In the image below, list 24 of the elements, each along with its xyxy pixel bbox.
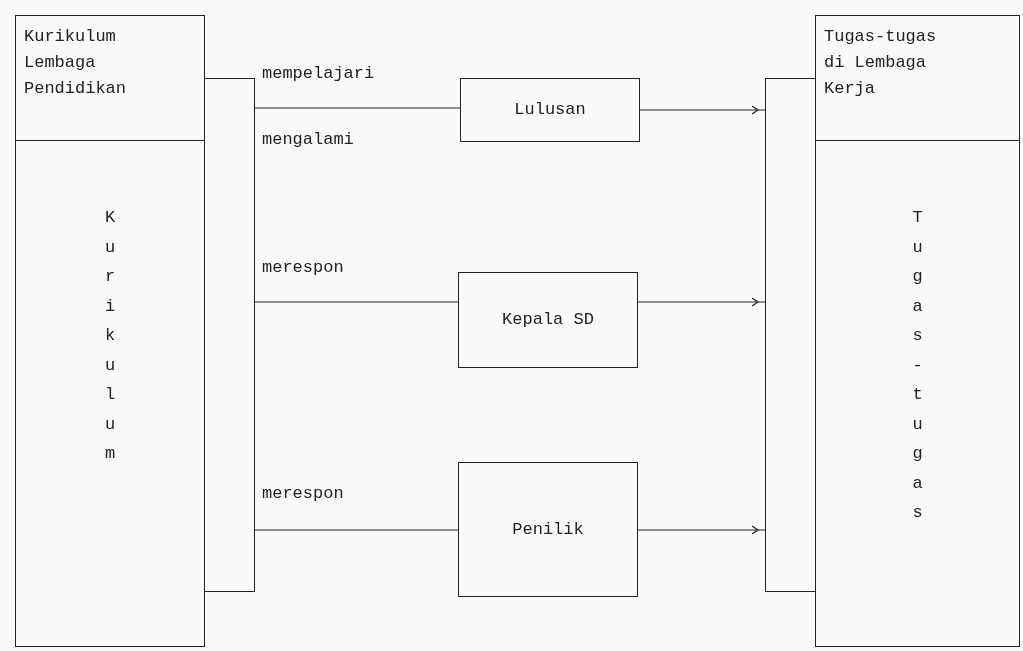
edge-label: mempelajari [262,63,375,85]
process-box [458,272,638,368]
annotation-text: mengalami [262,129,354,151]
edge-label: merespon [262,483,344,505]
vertical-text: Tugas-tugas [911,207,924,524]
connector-line [254,107,461,109]
box-label: Kepala SD [501,309,595,331]
process-box [458,462,638,597]
bracket-bar [765,78,815,592]
column-heading: Kurikulum Lembaga Pendidikan [24,26,128,100]
connector-line [254,301,459,303]
box-label: Lulusan [513,99,587,121]
connector-line [254,529,459,531]
arrow [639,105,766,115]
vertical-text: Kurikulum [103,207,117,465]
arrow [637,525,766,535]
column-box [15,15,205,647]
edge-label: merespon [262,257,344,279]
column-box [815,15,1020,647]
column-heading: Tugas-tugas di Lembaga Kerja [824,26,938,100]
box-label: Penilik [511,518,585,541]
arrow [637,297,766,307]
process-box [460,78,640,142]
bracket-bar [205,78,255,592]
